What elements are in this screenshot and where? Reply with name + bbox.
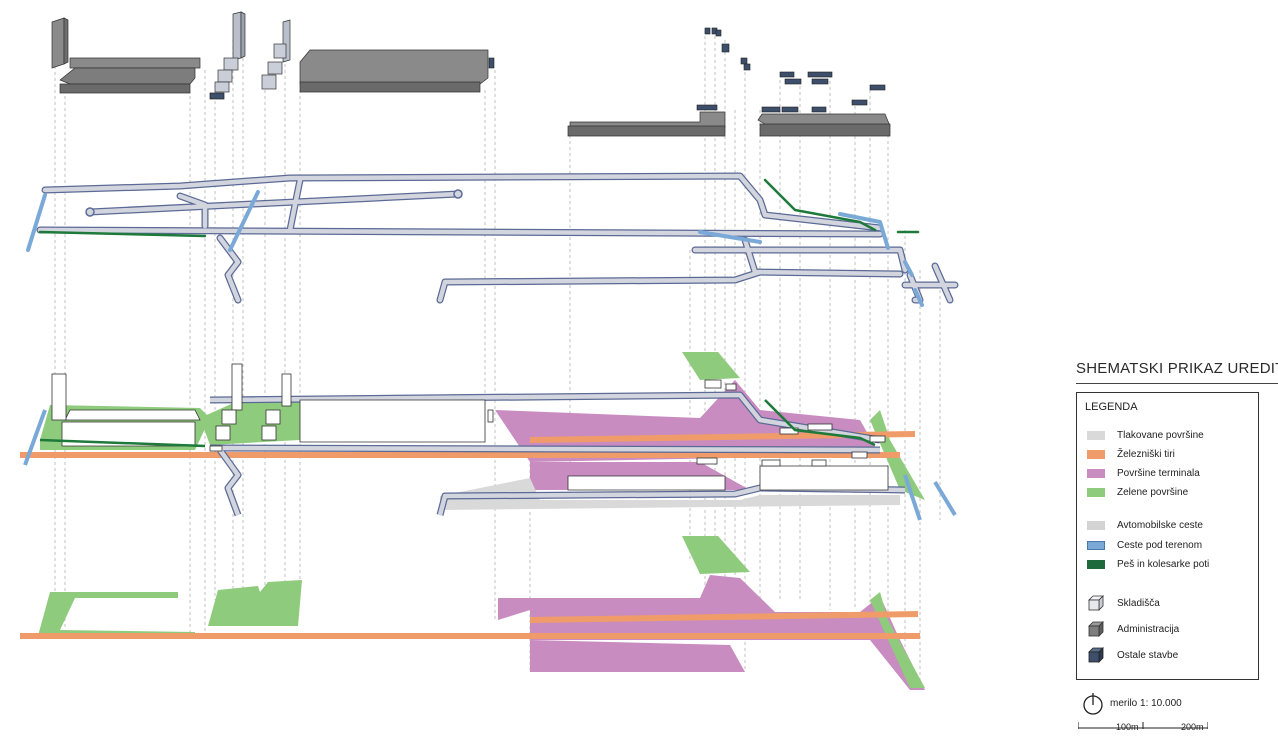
railway-swatch <box>1087 449 1105 459</box>
combined-layer <box>20 352 957 521</box>
other-building-cube-icon <box>1088 647 1104 663</box>
legend-item-path: Peš in kolesarke poti <box>1087 556 1209 572</box>
legend-label: Skladišča <box>1117 597 1160 609</box>
legend-label: Površine terminala <box>1117 467 1200 479</box>
warehouse-cube-icon <box>1088 595 1104 611</box>
road-swatch <box>1087 520 1105 530</box>
landuse-layer <box>20 536 925 690</box>
scale-block: merilo 1: 10.000 100m 200m <box>1078 690 1273 738</box>
north-arrow-icon <box>1083 693 1103 715</box>
legend-heading: LEGENDA <box>1085 401 1138 413</box>
buildings-layer <box>51 11 891 137</box>
legend-label: Avtomobilske ceste <box>1117 519 1203 531</box>
admin-cube-icon <box>1088 621 1104 637</box>
legend-item-road: Avtomobilske ceste <box>1087 517 1203 533</box>
roads-layer <box>26 172 959 307</box>
legend-item-underground: Ceste pod terenom <box>1087 537 1202 553</box>
green-surface-swatch <box>1087 487 1105 497</box>
legend-label: Železniški tiri <box>1117 448 1175 460</box>
terminal-surface-swatch <box>1087 468 1105 478</box>
scale-label: merilo 1: 10.000 <box>1110 698 1182 709</box>
legend-item-other: Ostale stavbe <box>1087 645 1178 665</box>
legend-label: Peš in kolesarke poti <box>1117 558 1210 570</box>
legend-label: Zelene površine <box>1117 486 1189 498</box>
scale-bar <box>1078 722 1208 729</box>
scale-tick-100: 100m <box>1116 722 1139 732</box>
legend-panel: LEGENDA Tlakovane površine Železniški ti… <box>1076 392 1259 680</box>
paved-surface-swatch <box>1087 430 1105 440</box>
legend-item-paved: Tlakovane površine <box>1087 427 1204 443</box>
legend-item-railway: Železniški tiri <box>1087 446 1175 462</box>
path-swatch <box>1087 559 1105 569</box>
legend-item-warehouse: Skladišča <box>1087 593 1160 613</box>
legend-label: Ceste pod terenom <box>1117 539 1203 551</box>
legend-item-terminal: Površine terminala <box>1087 465 1200 481</box>
legend-item-admin: Administracija <box>1087 619 1179 639</box>
legend-label: Administracija <box>1117 623 1180 635</box>
title-divider <box>1076 383 1278 384</box>
legend-label: Ostale stavbe <box>1117 649 1179 661</box>
underground-road-swatch <box>1087 540 1105 550</box>
legend-label: Tlakovane površine <box>1117 429 1204 441</box>
scale-tick-200: 200m <box>1181 722 1204 732</box>
legend-item-green: Zelene površine <box>1087 484 1188 500</box>
diagram-title: SHEMATSKI PRIKAZ UREDITVE <box>1076 360 1278 377</box>
